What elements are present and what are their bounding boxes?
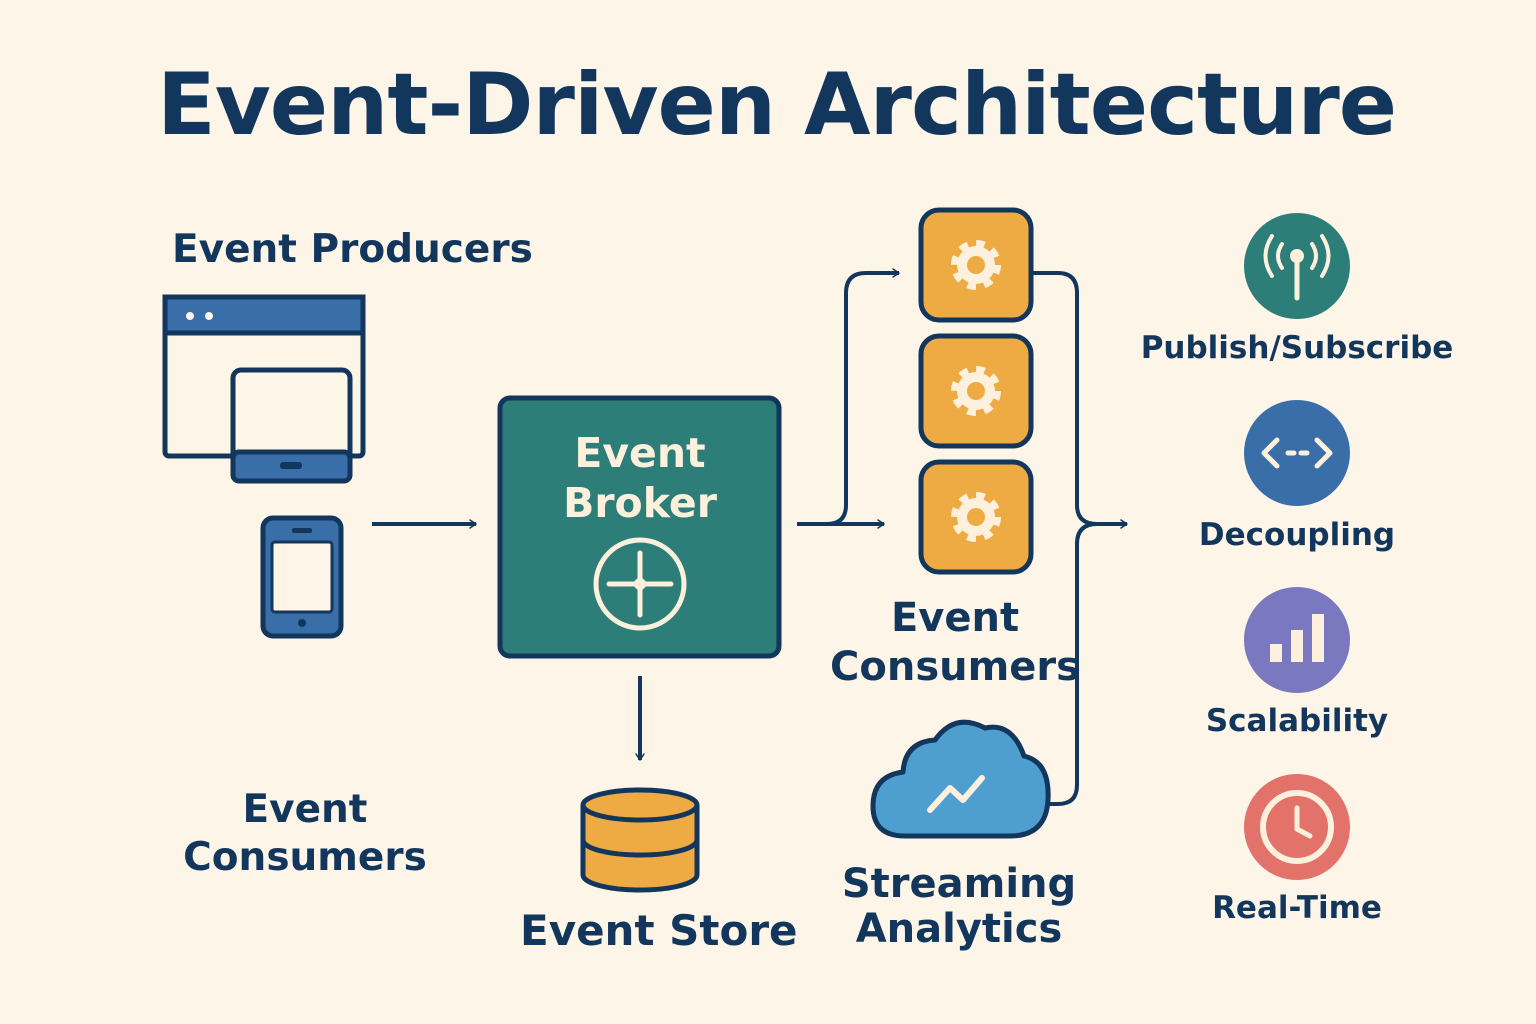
consumer-gear-box-1 bbox=[918, 207, 1034, 323]
antenna-icon bbox=[1244, 213, 1350, 319]
broker-line1: Event bbox=[574, 429, 706, 477]
cloud-trend-icon bbox=[870, 719, 1051, 839]
benefit-label-real-time: Real-Time bbox=[1212, 890, 1382, 926]
gear-icon bbox=[951, 240, 1001, 290]
benefit-label-publish-subscribe: Publish/Subscribe bbox=[1140, 330, 1454, 366]
event-broker-box bbox=[497, 395, 782, 659]
benefit-label-scalability: Scalability bbox=[1205, 703, 1389, 739]
consumers-left-line1: Event bbox=[242, 787, 368, 832]
streaming-line2: Analytics bbox=[855, 906, 1063, 952]
page-title: Event-Driven Architecture bbox=[157, 55, 1397, 155]
consumers-mid-line1: Event bbox=[890, 595, 1020, 641]
smartphone-icon bbox=[260, 515, 344, 639]
streaming-analytics-label: Streaming Analytics bbox=[830, 862, 1088, 952]
benefit-label-decoupling: Decoupling bbox=[1198, 517, 1396, 553]
clock-icon bbox=[1244, 774, 1350, 880]
event-consumers-mid-label: Event Consumers bbox=[830, 594, 1080, 692]
consumers-mid-line2: Consumers bbox=[830, 644, 1080, 690]
gear-icon bbox=[951, 492, 1001, 542]
event-broker-label: Event Broker bbox=[500, 428, 780, 528]
streaming-line1: Streaming bbox=[841, 861, 1077, 907]
arrow-consumers-to-benefits bbox=[1033, 271, 1128, 806]
bidirectional-arrow-icon bbox=[1244, 400, 1350, 506]
arrow-broker-to-consumers bbox=[797, 268, 900, 529]
event-consumers-left-label: Event Consumers bbox=[170, 786, 440, 882]
consumers-left-line2: Consumers bbox=[183, 835, 427, 880]
event-store-label: Event Store bbox=[520, 906, 798, 955]
gear-icon bbox=[951, 366, 1001, 416]
tablet-icon bbox=[230, 367, 353, 484]
database-icon bbox=[580, 787, 700, 893]
consumer-gear-box-2 bbox=[918, 333, 1034, 449]
consumer-gear-box-3 bbox=[918, 459, 1034, 575]
bar-chart-icon bbox=[1244, 587, 1350, 693]
hub-cross-icon bbox=[593, 537, 687, 631]
event-producers-label: Event Producers bbox=[172, 227, 533, 272]
broker-line2: Broker bbox=[563, 479, 717, 527]
